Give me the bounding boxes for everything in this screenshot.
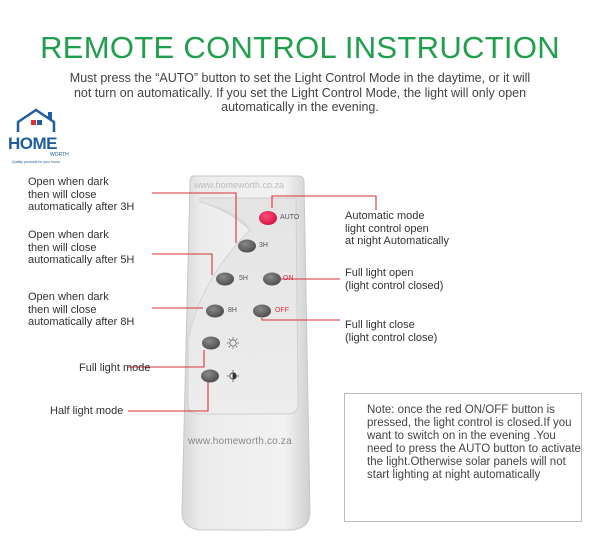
- label-half-light-mode: Half light mode: [50, 405, 124, 417]
- on-button[interactable]: [263, 272, 281, 286]
- 5h-button-label: 5H: [239, 275, 248, 282]
- note-box: Note: once the red ON/OFF button is pres…: [344, 393, 582, 522]
- off-button-label: OFF: [275, 307, 289, 314]
- auto-button[interactable]: [259, 211, 277, 225]
- 3h-button-label: 3H: [259, 242, 268, 249]
- half-light-button[interactable]: [201, 369, 219, 383]
- logo-worth-text: WORTH: [50, 152, 69, 158]
- on-button-label: ON: [283, 275, 294, 282]
- logo-home-text: HOME: [8, 134, 58, 153]
- logo-tagline: Quality products for your home: [12, 160, 60, 164]
- full-light-button[interactable]: [202, 336, 220, 350]
- label-full-light-open: Full light open (light control closed): [345, 267, 444, 292]
- label-open-5h: Open when dark then will close automatic…: [28, 229, 135, 266]
- label-auto-mode: Automatic mode light control open at nig…: [345, 210, 449, 247]
- house-icon: [16, 108, 56, 132]
- remote-watermark: www.homeworth.co.za: [194, 180, 285, 190]
- homeworth-logo: HOME WORTH Quality products for your hom…: [8, 108, 72, 166]
- instruction-subtitle: Must press the “AUTO” button to set the …: [69, 71, 531, 114]
- 5h-button[interactable]: [216, 272, 234, 286]
- 3h-button[interactable]: [238, 239, 256, 253]
- full-sun-icon: [227, 337, 239, 349]
- off-button[interactable]: [253, 304, 271, 318]
- 8h-button[interactable]: [206, 304, 224, 318]
- half-sun-icon: [227, 370, 239, 382]
- auto-button-label: AUTO: [280, 214, 300, 221]
- page-title: REMOTE CONTROL INSTRUCTION: [40, 30, 560, 65]
- remote-brand-url: www.homeworth.co.za: [188, 436, 292, 447]
- label-full-light-mode: Full light mode: [79, 362, 151, 374]
- 8h-button-label: 8H: [228, 307, 237, 314]
- callout-lines: [128, 192, 377, 412]
- label-full-light-close: Full light close (light control close): [345, 319, 438, 344]
- label-open-3h: Open when dark then will close automatic…: [28, 176, 135, 213]
- label-open-8h: Open when dark then will close automatic…: [28, 291, 135, 328]
